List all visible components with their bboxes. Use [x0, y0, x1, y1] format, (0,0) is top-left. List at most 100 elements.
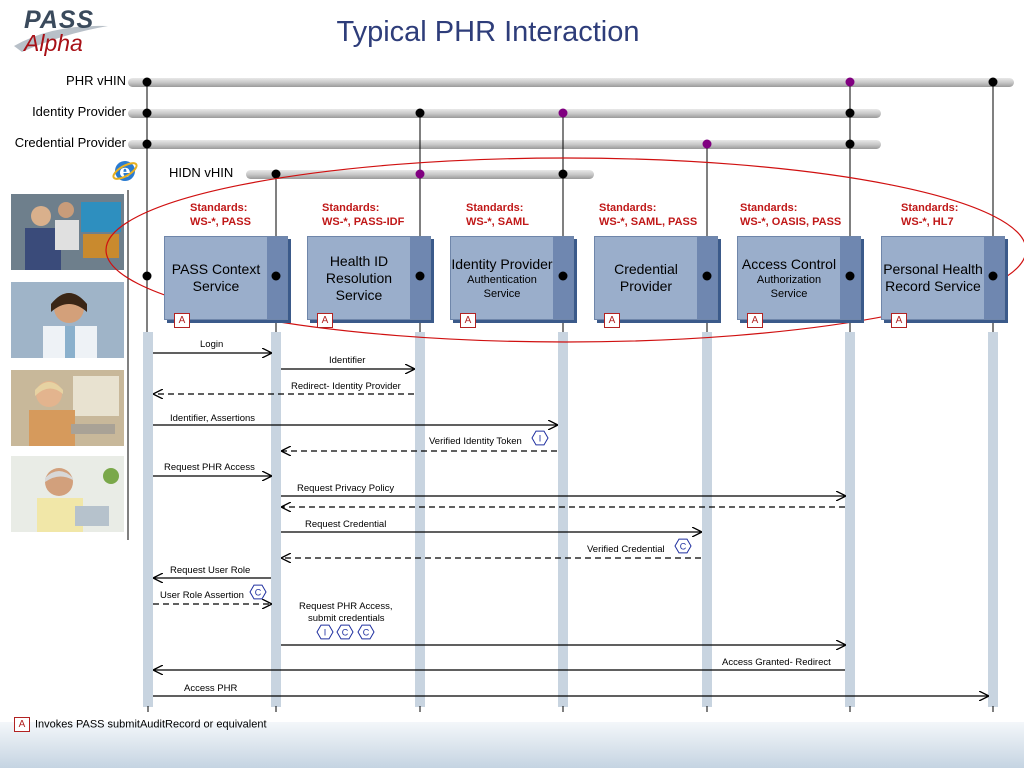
- bus-label-identity-provider: Identity Provider: [32, 104, 126, 119]
- standards-label: Standards: WS-*, SAML, PASS: [599, 201, 697, 229]
- service-name: PASS Context Service: [171, 261, 261, 294]
- standards-title: Standards:: [466, 202, 524, 214]
- logo-alpha-text: Alpha: [24, 30, 83, 56]
- lifeline-ticks: [147, 706, 994, 712]
- service-box: Personal Health Record Service: [881, 236, 1005, 320]
- service-name: Identity Provider: [451, 255, 553, 272]
- msg-identifier: Identifier: [329, 355, 366, 366]
- footer-band: [0, 722, 1024, 768]
- service-box-strip: [697, 237, 717, 319]
- audit-badge: A: [317, 313, 333, 328]
- service-box-text: PASS Context Service: [165, 237, 267, 319]
- service-subtitle: Authentication Service: [467, 273, 537, 300]
- msg-request-phr-access: Request PHR Access: [164, 462, 255, 473]
- standards-list: WS-*, PASS-IDF: [322, 216, 405, 228]
- bus-label-phr-vhin: PHR vHIN: [66, 73, 126, 88]
- service-box: Health ID Resolution Service: [307, 236, 431, 320]
- audit-badge: A: [747, 313, 763, 328]
- msg-login: Login: [200, 339, 224, 350]
- service-subtitle: Authorization Service: [756, 273, 822, 300]
- standards-label: Standards: WS-*, PASS-IDF: [322, 201, 404, 229]
- msg-request-phr-access-submit-line2: submit credentials: [308, 613, 385, 624]
- service-box-strip: [410, 237, 430, 319]
- svg-text:I: I: [539, 434, 542, 444]
- standards-list: WS-*, PASS: [190, 216, 251, 228]
- token-badges: I C C I C C: [249, 430, 692, 640]
- standards-title: Standards:: [599, 202, 657, 214]
- page-title: Typical PHR Interaction: [336, 16, 640, 48]
- audit-badge: A: [604, 313, 620, 328]
- logo-swoosh-icon: [14, 25, 108, 52]
- standards-label: Standards: WS-*, OASIS, PASS: [740, 201, 841, 229]
- msg-redirect-identity-provider: Redirect- Identity Provider: [291, 381, 401, 392]
- logo-pass-text: PASS: [24, 6, 95, 34]
- svg-text:I: I: [324, 628, 327, 638]
- msg-request-credential: Request Credential: [305, 519, 387, 530]
- service-box: PASS Context Service: [164, 236, 288, 320]
- service-box-strip: [553, 237, 573, 319]
- msg-request-privacy-policy: Request Privacy Policy: [297, 483, 395, 494]
- standards-title: Standards:: [190, 202, 248, 214]
- bus-credential-provider: [128, 140, 881, 149]
- bus-junction-dots: [142, 77, 998, 179]
- svg-text:C: C: [342, 628, 349, 638]
- service-box: Credential Provider: [594, 236, 718, 320]
- msg-access-granted-redirect: Access Granted- Redirect: [722, 657, 831, 668]
- bus-phr-vhin: [128, 78, 1014, 87]
- audit-badge: A: [174, 313, 190, 328]
- photo-nurse: [11, 282, 124, 358]
- standards-title: Standards:: [901, 202, 959, 214]
- standards-title: Standards:: [740, 202, 798, 214]
- legend-audit-badge: A: [14, 717, 30, 732]
- standards-list: WS-*, SAML: [466, 216, 529, 228]
- photo-senior-woman: [11, 370, 124, 446]
- legend-text: Invokes PASS submitAuditRecord or equiva…: [35, 718, 267, 731]
- msg-user-role-assertion: User Role Assertion: [160, 590, 244, 601]
- svg-text:C: C: [255, 588, 262, 598]
- service-name: Access Control: [741, 255, 837, 272]
- msg-request-user-role: Request User Role: [170, 565, 251, 576]
- msg-identifier-assertions: Identifier, Assertions: [170, 413, 256, 424]
- standards-label: Standards: WS-*, PASS: [190, 201, 251, 229]
- service-box-strip: [840, 237, 860, 319]
- photo-senior-man: [11, 456, 124, 532]
- browser-icon: e: [112, 161, 138, 182]
- credential-token-icon: C: [674, 538, 692, 554]
- msg-access-phr: Access PHR: [184, 683, 238, 694]
- standards-list: WS-*, HL7: [901, 216, 954, 228]
- standards-label: Standards: WS-*, HL7: [901, 201, 958, 229]
- service-name: Health ID Resolution Service: [325, 252, 393, 303]
- service-box-text: Credential Provider: [595, 237, 697, 319]
- services-ellipse: [105, 157, 1024, 343]
- service-name: Credential Provider: [614, 261, 678, 294]
- credential-token-icon: C: [249, 584, 267, 600]
- standards-label: Standards: WS-*, SAML: [466, 201, 529, 229]
- legend: A Invokes PASS submitAuditRecord or equiv…: [14, 717, 267, 732]
- bus-identity-provider: [128, 109, 881, 118]
- svg-text:C: C: [363, 628, 370, 638]
- svg-text:C: C: [680, 542, 687, 552]
- service-box-strip: [267, 237, 287, 319]
- standards-list: WS-*, SAML, PASS: [599, 216, 698, 228]
- credential-token-icon: C: [357, 624, 375, 640]
- svg-text:e: e: [119, 161, 130, 182]
- standards-title: Standards:: [322, 202, 380, 214]
- service-box-text: Health ID Resolution Service: [308, 237, 410, 319]
- pass-alpha-logo: PASS Alpha: [12, 6, 112, 58]
- service-box-text: Personal Health Record Service: [882, 237, 984, 319]
- msg-verified-credential: Verified Credential: [587, 544, 665, 555]
- standards-list: WS-*, OASIS, PASS: [740, 216, 842, 228]
- service-name: Personal Health Record Service: [883, 261, 983, 294]
- msg-request-phr-access-submit-line1: Request PHR Access,: [299, 601, 393, 612]
- audit-badge: A: [460, 313, 476, 328]
- bus-label-credential-provider: Credential Provider: [14, 135, 126, 150]
- message-arrows: [153, 353, 988, 696]
- credential-token-icon: C: [336, 624, 354, 640]
- photo-clinicians: [11, 194, 124, 270]
